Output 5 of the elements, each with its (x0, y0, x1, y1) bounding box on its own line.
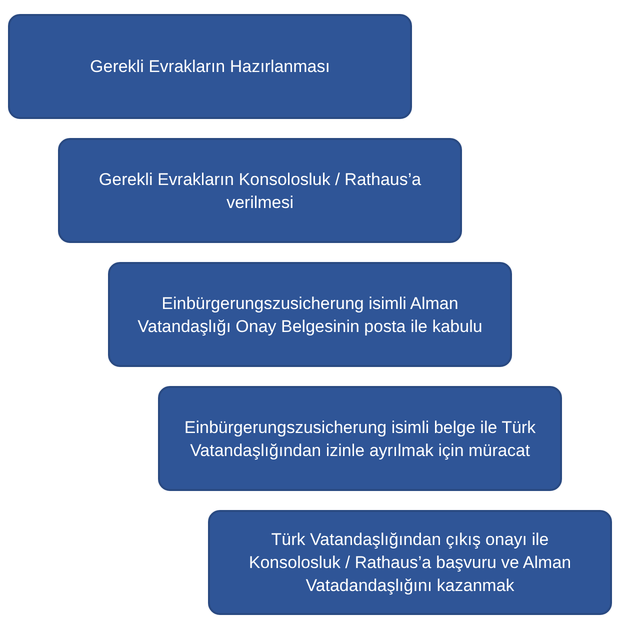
step-box: Gerekli Evrakların Konsolosluk / Rathaus’a verilmesi (58, 138, 462, 243)
step-box: Einbürgerungszusicherung isimli Alman Vatandaşlığı Onay Belgesinin posta ile kabulu (108, 262, 512, 367)
step-box: Einbürgerungszusicherung isimli belge ile Türk Vatandaşlığından izinle ayrılmak için müracat (158, 386, 562, 491)
step-box: Türk Vatandaşlığından çıkış onayı ile Konsolosluk / Rathaus’a başvuru ve Alman Vatadandaşlığını kazanmak (208, 510, 612, 615)
step-box: Gerekli Evrakların Hazırlanması (8, 14, 412, 119)
